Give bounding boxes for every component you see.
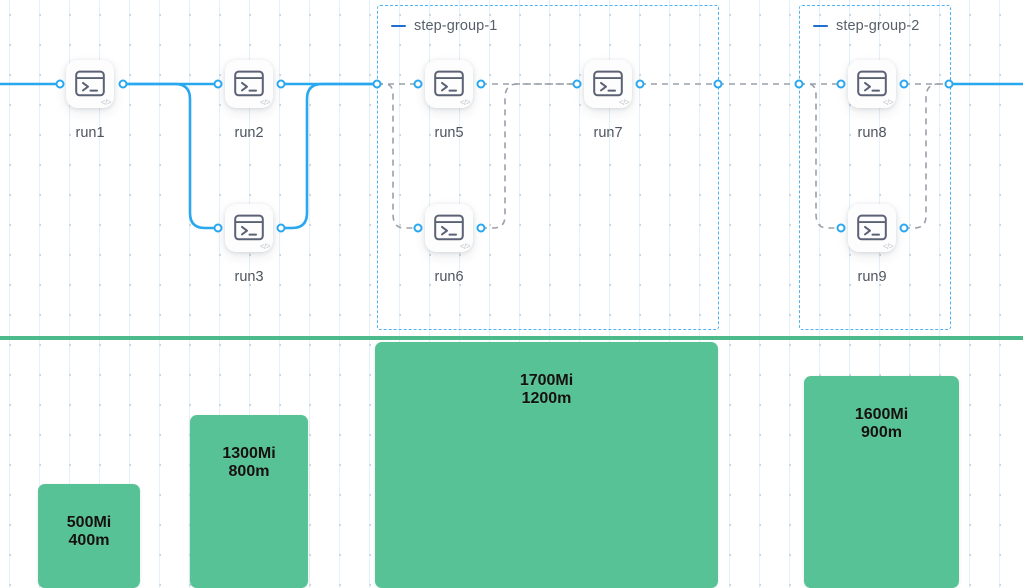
node-label-run7: run7 — [593, 125, 623, 141]
bar-run4-memory: 1600Mi — [854, 406, 909, 423]
port-run7-out[interactable] — [635, 79, 645, 89]
node-label-run2: run2 — [234, 125, 264, 141]
step-group-1-label: step-group-1 — [414, 18, 498, 34]
node-run6[interactable]: </> — [425, 204, 473, 252]
port-run5-in[interactable] — [413, 79, 423, 89]
minus-icon[interactable] — [813, 24, 828, 28]
node-run5[interactable]: </> — [425, 60, 473, 108]
port-run1-out[interactable] — [118, 79, 128, 89]
node-label-run6: run6 — [434, 269, 464, 285]
code-badge-icon[interactable]: </> — [259, 98, 271, 107]
port-group1-out[interactable] — [713, 79, 723, 89]
edge-run1-run3 — [121, 82, 220, 230]
minus-icon[interactable] — [391, 24, 406, 28]
port-run3-out[interactable] — [276, 223, 286, 233]
node-run9[interactable]: </> — [848, 204, 896, 252]
bar-run4-time: 900m — [861, 424, 902, 441]
port-run1-in[interactable] — [55, 79, 65, 89]
node-label-run3: run3 — [234, 269, 264, 285]
step-group-2-box[interactable]: step-group-2 — [799, 5, 951, 330]
port-run6-out[interactable] — [476, 223, 486, 233]
port-run2-out[interactable] — [276, 79, 286, 89]
port-run8-out[interactable] — [899, 79, 909, 89]
port-run2-in[interactable] — [213, 79, 223, 89]
bar-run2-time: 800m — [228, 463, 270, 480]
port-run9-in[interactable] — [836, 223, 846, 233]
node-run3[interactable]: </> — [225, 204, 273, 252]
code-badge-icon[interactable]: </> — [259, 242, 271, 251]
bar-run3-time: 1200m — [521, 390, 572, 407]
port-run5-out[interactable] — [476, 79, 486, 89]
step-group-2-label: step-group-2 — [836, 18, 920, 34]
code-badge-icon[interactable]: </> — [882, 98, 894, 107]
code-badge-icon[interactable]: </> — [459, 242, 471, 251]
port-run3-in[interactable] — [213, 223, 223, 233]
port-group1-in[interactable] — [372, 79, 382, 89]
port-group2-out[interactable] — [944, 79, 954, 89]
node-run8[interactable]: </> — [848, 60, 896, 108]
edge-run3-group1 — [279, 82, 379, 230]
node-run7[interactable]: </> — [584, 60, 632, 108]
step-group-1-box[interactable]: step-group-1 — [377, 5, 719, 330]
bar-run1-memory: 500Mi — [66, 514, 112, 531]
node-label-run8: run8 — [857, 125, 887, 141]
code-badge-icon[interactable]: </> — [882, 242, 894, 251]
node-run2[interactable]: </> — [225, 60, 273, 108]
port-run8-in[interactable] — [836, 79, 846, 89]
code-badge-icon[interactable]: </> — [459, 98, 471, 107]
port-run7-in[interactable] — [572, 79, 582, 89]
timeline-divider — [0, 336, 1023, 340]
bar-run1-time: 400m — [68, 532, 110, 549]
port-group2-in[interactable] — [794, 79, 804, 89]
node-run1[interactable]: </> — [66, 60, 114, 108]
port-run6-in[interactable] — [413, 223, 423, 233]
port-run9-out[interactable] — [899, 223, 909, 233]
code-badge-icon[interactable]: </> — [100, 98, 112, 107]
code-badge-icon[interactable]: </> — [618, 98, 630, 107]
node-label-run5: run5 — [434, 125, 464, 141]
node-label-run9: run9 — [857, 269, 887, 285]
step-group-2-header[interactable]: step-group-2 — [813, 18, 919, 34]
bar-run3-memory: 1700Mi — [519, 372, 574, 389]
step-group-1-header[interactable]: step-group-1 — [391, 18, 497, 34]
bar-run2-memory: 1300Mi — [222, 445, 276, 462]
node-label-run1: run1 — [75, 125, 105, 141]
